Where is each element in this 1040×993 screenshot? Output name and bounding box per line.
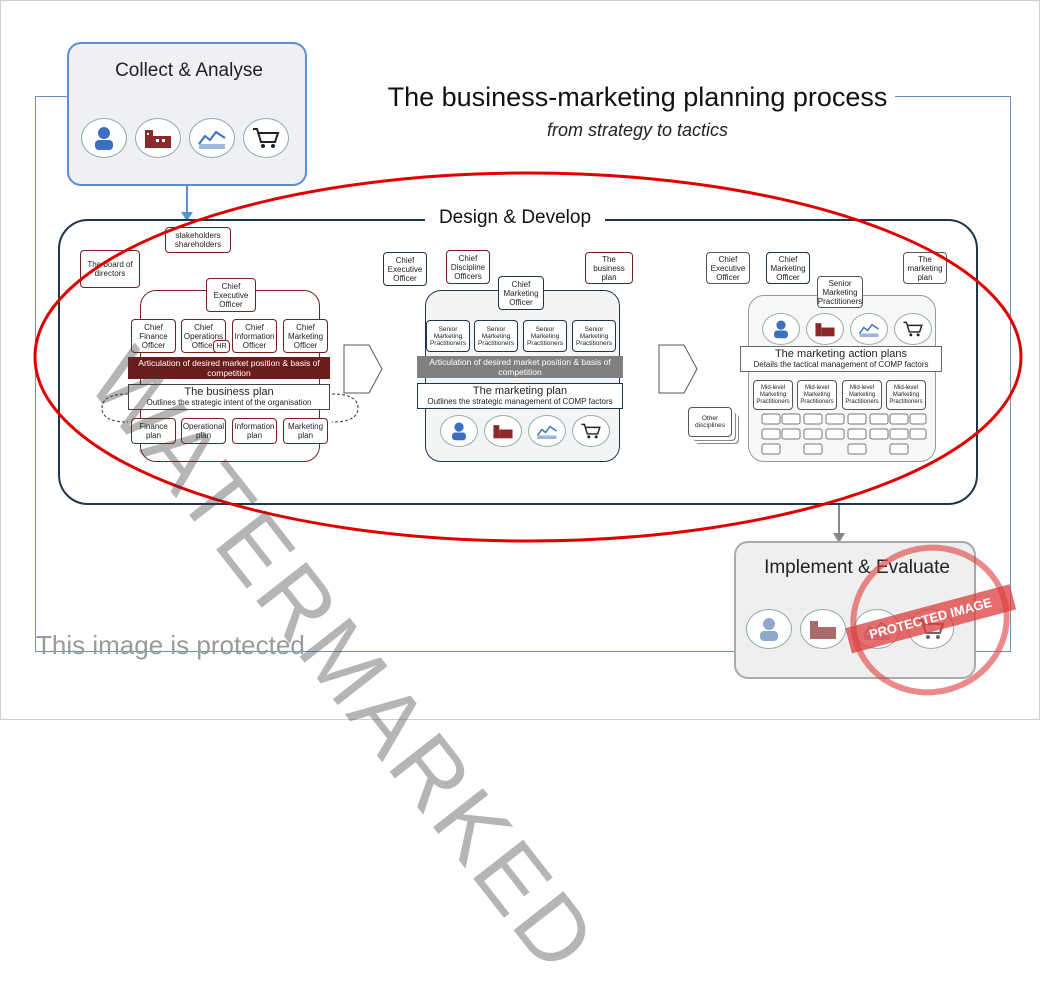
mid-icons [440,415,610,447]
connector-line-top-right [895,96,1010,97]
factory-icon [806,313,844,345]
collect-analyse-title: Collect & Analyse [115,60,263,81]
other-disciplines-box: Other disciplines [688,407,732,437]
protected-notice: This image is protected [36,630,305,660]
right-marketing-plan-box: The marketing plan [903,252,947,284]
marketing-plan-title: The marketing plan [472,385,568,397]
right-smp-box: Senior Marketing Practitioners [817,276,863,308]
collect-icons [81,118,289,158]
stamp-label: PROTECTED IMAGE [845,584,1017,654]
diagram-title: The business-marketing planning process [380,82,895,113]
right-mmp-2: Mid-level Marketing Practitioners [797,380,837,410]
factory-icon [484,415,522,447]
shopping-cart-icon [572,415,610,447]
action-plans-subtitle: Details the tactical management of COMP … [753,360,929,369]
mid-smp-4: Senior Marketing Practitioners [572,320,616,352]
factory-icon [135,118,181,158]
mid-smp-3: Senior Marketing Practitioners [523,320,567,352]
chevron-arrow-1 [343,344,383,394]
action-plans-box: The marketing action plans Details the t… [740,346,942,372]
marketing-plan-subtitle: Outlines the strategic management of COM… [427,397,613,406]
left-officer-information: Chief Information Officer [232,319,277,353]
right-cmo-box: Chief Marketing Officer [766,252,810,284]
connector-line-right [1010,96,1011,652]
market-chart-icon [850,313,888,345]
left-ceo-box: Chief Executive Officer [206,278,256,312]
person-icon [81,118,127,158]
board-of-directors-box: The board of directors [80,250,140,288]
person-icon [746,609,792,649]
mid-ceo-box: Chief Executive Officer [383,252,427,286]
shopping-cart-icon [243,118,289,158]
mid-articulation-band: Articulation of desired market position … [417,356,623,378]
chevron-arrow-2 [658,344,698,394]
implement-evaluate-title: Implement & Evaluate [764,557,950,578]
right-ceo-box: Chief Executive Officer [706,252,750,284]
mid-smp-2: Senior Marketing Practitioners [474,320,518,352]
right-mmp-4: Mid-level Marketing Practitioners [886,380,926,410]
factory-icon [800,609,846,649]
mid-cdo-box: Chief Discipline Officers [446,250,490,284]
collect-analyse-box: Collect & Analyse [67,42,307,186]
connector-line-top-left [35,96,67,97]
right-icons [762,313,932,345]
hr-box: HR [213,340,230,353]
mid-cmo-box: Chief Marketing Officer [498,276,544,310]
right-mmp-3: Mid-level Marketing Practitioners [842,380,882,410]
person-icon [440,415,478,447]
marketing-plan-main-box: The marketing plan Outlines the strategi… [417,383,623,409]
stakeholders-box: stakeholders shareholders [165,227,231,253]
right-mmp-1: Mid-level Marketing Practitioners [753,380,793,410]
person-icon [762,313,800,345]
mid-business-plan-box: The business plan [585,252,633,284]
connector-line-bottom-right [976,651,1010,652]
market-chart-icon [189,118,235,158]
mid-smp-1: Senior Marketing Practitioners [426,320,470,352]
implement-down-arrow [833,505,845,543]
left-officer-marketing: Chief Marketing Officer [283,319,328,353]
collect-down-arrow [181,186,193,221]
market-chart-icon [528,415,566,447]
task-grid [761,413,927,455]
action-plans-title: The marketing action plans [774,348,908,360]
connector-line-bottom [35,651,735,652]
marketing-plan-box: Marketing plan [283,418,328,444]
design-develop-title: Design & Develop [425,207,605,229]
connector-line-left [35,96,36,652]
information-plan-box: Information plan [232,418,277,444]
diagram-subtitle: from strategy to tactics [546,120,729,140]
right-loop-arrow [331,393,359,423]
shopping-cart-icon [894,313,932,345]
